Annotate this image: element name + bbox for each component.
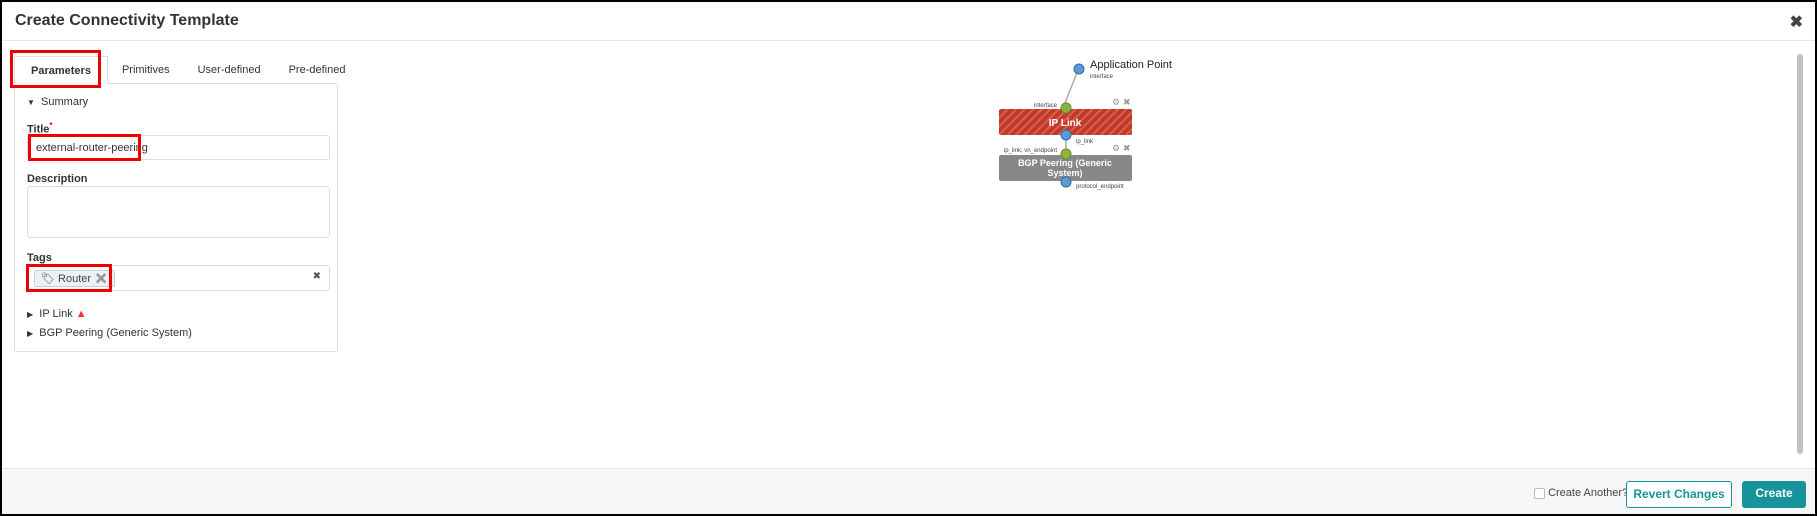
revert-changes-button[interactable]: Revert Changes: [1626, 481, 1732, 508]
bgp-peering-section[interactable]: ▶ BGP Peering (Generic System): [27, 327, 192, 339]
ip-link-label: IP Link: [1049, 118, 1082, 129]
application-point-node[interactable]: [1073, 63, 1085, 75]
create-another-checkbox[interactable]: Create Another?: [1534, 487, 1628, 499]
summary-toggle[interactable]: ▼ Summary: [27, 96, 88, 108]
bgp-label: BGP Peering (Generic: [1018, 158, 1112, 168]
tags-label: Tags: [27, 252, 52, 264]
scrollbar[interactable]: [1797, 54, 1803, 454]
app-point-label: Application Point: [1090, 59, 1172, 71]
tab-primitives[interactable]: Primitives: [121, 64, 170, 76]
tag-chip: 🏷 Router ✖: [34, 270, 116, 287]
output-port[interactable]: [1060, 176, 1072, 188]
ip-link-section[interactable]: ▶ IP Link ▲: [27, 308, 87, 320]
edge: [1064, 69, 1079, 104]
tab-user-defined[interactable]: User-defined: [197, 64, 261, 76]
input-port[interactable]: [1060, 148, 1072, 160]
create-button[interactable]: Create: [1742, 481, 1806, 508]
bgp-peering-node[interactable]: [999, 155, 1132, 181]
tab-bar: Parameters Primitives User-defined Pre-d…: [14, 56, 359, 84]
summary-label: Summary: [41, 96, 89, 108]
input-port[interactable]: [1060, 102, 1072, 114]
clear-tags-icon[interactable]: ✖: [312, 271, 321, 282]
tab-pre-defined[interactable]: Pre-defined: [288, 64, 346, 76]
tag-icon: 🏷: [41, 273, 55, 285]
remove-icon[interactable]: ✖: [1123, 97, 1131, 107]
output-port[interactable]: [1060, 129, 1072, 141]
app-port-label: interface: [1090, 74, 1114, 80]
tags-input[interactable]: 🏷 Router ✖ ✖: [27, 265, 330, 291]
description-label: Description: [27, 173, 88, 185]
checkbox[interactable]: [1534, 487, 1545, 499]
create-another-label: Create Another?: [1548, 487, 1629, 499]
title-label: Title: [27, 123, 50, 136]
port-label: ip_link, vn_endpoint: [1004, 148, 1057, 154]
remove-tag-icon[interactable]: ✖: [94, 273, 109, 285]
description-textarea[interactable]: [27, 186, 330, 238]
template-graph: Application Point interface IP Link inte…: [999, 59, 1172, 190]
remove-icon[interactable]: ✖: [1123, 143, 1131, 153]
tag-label: Router: [58, 273, 92, 285]
section-label: IP Link: [39, 308, 73, 320]
gear-icon[interactable]: ⚙: [1112, 97, 1120, 107]
caret-right-icon: ▶: [27, 329, 34, 338]
modal-title: Create Connectivity Template: [15, 12, 239, 29]
parameters-panel: ▼ Summary Title* external-router-peering…: [14, 83, 338, 352]
port-label: protocol_endpoint: [1076, 184, 1124, 190]
ip-link-node[interactable]: [999, 109, 1132, 135]
caret-down-icon: ▼: [27, 98, 35, 107]
title-input[interactable]: external-router-peering: [27, 135, 330, 160]
warning-icon: ▲: [75, 308, 87, 320]
close-icon[interactable]: ✖: [1789, 14, 1803, 31]
title-value: external-router-peering: [36, 142, 148, 154]
port-label: interface: [1034, 103, 1058, 109]
caret-right-icon: ▶: [27, 310, 34, 319]
bgp-label: System): [1047, 168, 1082, 178]
required-mark: *: [49, 121, 53, 130]
port-label: ip_link: [1076, 139, 1094, 145]
modal-header: Create Connectivity Template ✖: [2, 2, 1815, 41]
modal-footer: Create Another? Revert Changes Create: [2, 468, 1815, 514]
gear-icon[interactable]: ⚙: [1112, 143, 1120, 153]
section-label: BGP Peering (Generic System): [39, 327, 192, 339]
tab-parameters[interactable]: Parameters: [14, 56, 108, 84]
